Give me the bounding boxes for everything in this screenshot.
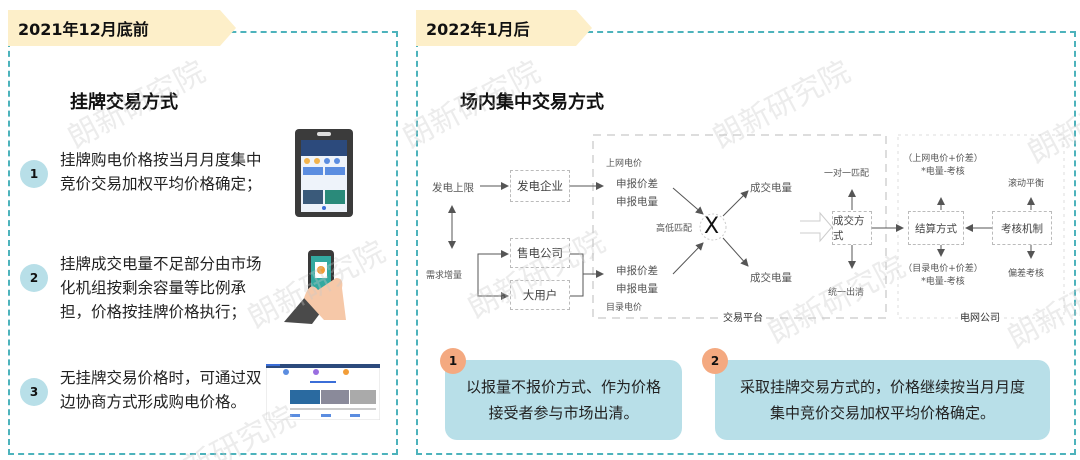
- section-title-centralized: 场内集中交易方式: [460, 92, 604, 113]
- tablet-app-icon: [295, 129, 353, 217]
- label-bid2-volume: 申报电量: [616, 283, 658, 295]
- item-text: 挂牌成交电量不足部分由市场化机组按剩余容量等比例承担，价格按挂牌价格执行；: [60, 255, 262, 321]
- hand-phone-icon: [284, 250, 346, 324]
- trading-flow-diagram: 发电上限 需求增量 发电企业 售电公司 大用户 上网电价 申报价差 申报电量 高…: [420, 128, 1070, 328]
- box-assessment: 考核机制: [992, 211, 1052, 245]
- cross-icon: X: [704, 214, 720, 239]
- label-deviation-check: 偏差考核: [1008, 269, 1045, 279]
- box-settlement: 结算方式: [908, 211, 964, 245]
- list-item-3: 3 无挂牌交易价格时，可通过双边协商方式形成购电价格。: [20, 366, 265, 414]
- label-gen-limit: 发电上限: [432, 182, 474, 194]
- label-demand-growth: 需求增量: [426, 271, 463, 281]
- label-settle-bottom: （目录电价+价差）*电量-考核: [903, 264, 983, 287]
- number-badge: 1: [20, 160, 48, 188]
- label-match: 高低匹配: [656, 224, 693, 234]
- box-large-user: 大用户: [510, 280, 570, 310]
- list-item-2: 2 挂牌成交电量不足部分由市场化机组按剩余容量等比例承担，价格按挂牌价格执行；: [20, 252, 265, 324]
- label-volume-bottom: 成交电量: [750, 272, 792, 284]
- label-rolling-balance: 滚动平衡: [1008, 179, 1045, 189]
- label-bid2-price: 申报价差: [616, 265, 658, 277]
- label-bid1-volume: 申报电量: [616, 196, 658, 208]
- web-page-screenshot: [266, 364, 380, 420]
- callout-2: 采取挂牌交易方式的，价格继续按当月月度集中竞价交易加权平均价格确定。: [715, 360, 1050, 440]
- label-top-price: 上网电价: [606, 159, 643, 169]
- number-badge: 3: [20, 378, 48, 406]
- callout-1: 以报量不报价方式、作为价格接受者参与市场出清。: [445, 360, 682, 440]
- number-badge: 2: [20, 264, 48, 292]
- item-text: 挂牌购电价格按当月月度集中竞价交易加权平均价格确定；: [60, 151, 262, 193]
- box-retail-company: 售电公司: [510, 238, 570, 268]
- label-volume-top: 成交电量: [750, 182, 792, 194]
- label-bid1-price: 申报价差: [616, 178, 658, 190]
- callout-number-1: 1: [440, 348, 466, 374]
- label-settle-top: （上网电价+价差）*电量-考核: [903, 154, 983, 177]
- item-text: 无挂牌交易价格时，可通过双边协商方式形成购电价格。: [60, 369, 262, 411]
- section-title-listing: 挂牌交易方式: [70, 92, 178, 113]
- period-tag-before-2022: 2021年12月底前: [8, 10, 236, 46]
- label-unified-clear: 统一出清: [828, 288, 865, 298]
- right-panel: [416, 31, 1076, 455]
- label-one-to-one: 一对一匹配: [824, 169, 870, 179]
- diagram-arrows: [448, 134, 1065, 319]
- period-tag-after-2022: 2022年1月后: [416, 10, 592, 46]
- box-trade-mode: 成交方式: [832, 211, 872, 245]
- callout-number-2: 2: [702, 348, 728, 374]
- label-bottom-price: 目录电价: [606, 303, 643, 313]
- label-grid-company: 电网公司: [960, 313, 1000, 324]
- box-gen-company: 发电企业: [510, 170, 570, 202]
- label-trading-platform: 交易平台: [720, 309, 766, 324]
- list-item-1: 1 挂牌购电价格按当月月度集中竞价交易加权平均价格确定；: [20, 148, 265, 196]
